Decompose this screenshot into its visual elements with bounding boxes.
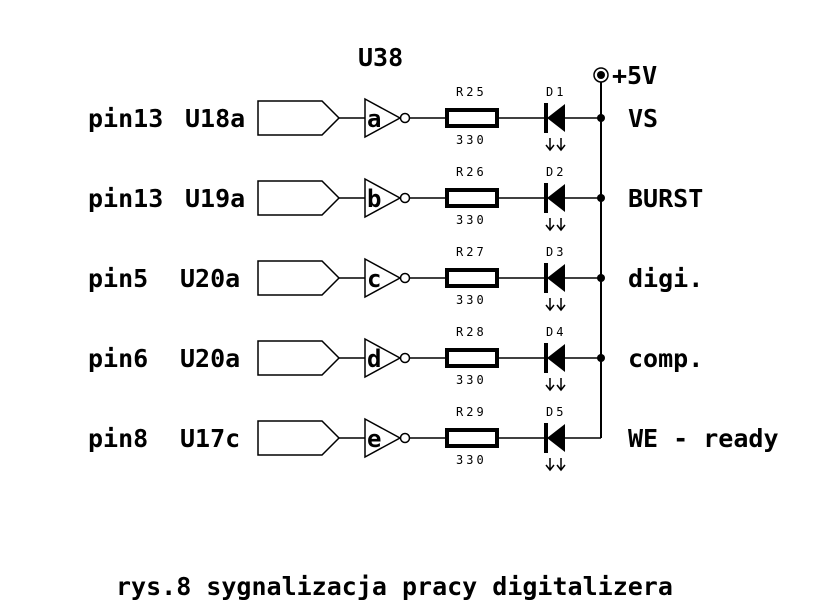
- diode-bar: [544, 103, 548, 133]
- inverter-icon: [364, 177, 402, 219]
- resistor-icon: [445, 188, 499, 208]
- diode-label: D1: [546, 85, 566, 99]
- resistor-value: 330: [456, 453, 487, 467]
- inverter-icon: [364, 97, 402, 139]
- resistor-icon: [445, 108, 499, 128]
- input-connector-icon: [257, 340, 341, 376]
- light-emission-arrows-icon: [545, 298, 566, 312]
- resistor-label: R26: [456, 165, 487, 179]
- gate-label: b: [367, 185, 381, 213]
- inverter-icon: [364, 257, 402, 299]
- caption: rys.8 sygnalizacja pracy digitalizera: [116, 572, 673, 601]
- led-icon: [547, 424, 565, 452]
- resistor-label: R27: [456, 245, 487, 259]
- diode-bar: [544, 263, 548, 293]
- resistor-label: R29: [456, 405, 487, 419]
- input-connector-icon: [257, 100, 341, 136]
- supply-terminal-dot: [597, 71, 605, 79]
- source-pin-label: pin8: [88, 424, 148, 453]
- inverter-bubble-icon: [399, 352, 411, 364]
- gate-label: d: [367, 345, 381, 373]
- source-chip-label: U20a: [180, 344, 240, 373]
- input-connector-icon: [257, 260, 341, 296]
- signal-label: comp.: [628, 344, 703, 373]
- source-pin-label: pin5: [88, 264, 148, 293]
- junction-dot: [597, 114, 605, 122]
- resistor-value: 330: [456, 373, 487, 387]
- source-chip-label: U19a: [185, 184, 245, 213]
- diode-label: D2: [546, 165, 566, 179]
- light-emission-arrows-icon: [545, 458, 566, 472]
- led-icon: [547, 184, 565, 212]
- light-emission-arrows-icon: [545, 218, 566, 232]
- gate-label: a: [367, 105, 381, 133]
- resistor-icon: [445, 428, 499, 448]
- diode-label: D5: [546, 405, 566, 419]
- inverter-bubble-icon: [399, 192, 411, 204]
- junction-dot: [597, 354, 605, 362]
- gate-label: e: [367, 425, 381, 453]
- resistor-label: R25: [456, 85, 487, 99]
- input-connector-icon: [257, 180, 341, 216]
- chip-label: U38: [358, 43, 403, 72]
- gate-label: c: [367, 265, 381, 293]
- inverter-icon: [364, 417, 402, 459]
- diode-bar: [544, 423, 548, 453]
- signal-label: BURST: [628, 184, 703, 213]
- resistor-value: 330: [456, 293, 487, 307]
- source-pin-label: pin13: [88, 184, 163, 213]
- led-icon: [547, 344, 565, 372]
- diode-bar: [544, 183, 548, 213]
- source-chip-label: U18a: [185, 104, 245, 133]
- input-connector-icon: [257, 420, 341, 456]
- inverter-bubble-icon: [399, 432, 411, 444]
- resistor-value: 330: [456, 133, 487, 147]
- led-icon: [547, 104, 565, 132]
- resistor-value: 330: [456, 213, 487, 227]
- resistor-icon: [445, 268, 499, 288]
- diode-label: D4: [546, 325, 566, 339]
- junction-dot: [597, 274, 605, 282]
- junction-dot: [597, 194, 605, 202]
- inverter-bubble-icon: [399, 112, 411, 124]
- supply-label: +5V: [612, 61, 657, 90]
- signal-label: WE - ready: [628, 424, 779, 453]
- inverter-bubble-icon: [399, 272, 411, 284]
- source-chip-label: U20a: [180, 264, 240, 293]
- led-icon: [547, 264, 565, 292]
- light-emission-arrows-icon: [545, 138, 566, 152]
- signal-label: VS: [628, 104, 658, 133]
- inverter-icon: [364, 337, 402, 379]
- diode-label: D3: [546, 245, 566, 259]
- resistor-label: R28: [456, 325, 487, 339]
- source-chip-label: U17c: [180, 424, 240, 453]
- source-pin-label: pin13: [88, 104, 163, 133]
- source-pin-label: pin6: [88, 344, 148, 373]
- diode-bar: [544, 343, 548, 373]
- light-emission-arrows-icon: [545, 378, 566, 392]
- signal-label: digi.: [628, 264, 703, 293]
- resistor-icon: [445, 348, 499, 368]
